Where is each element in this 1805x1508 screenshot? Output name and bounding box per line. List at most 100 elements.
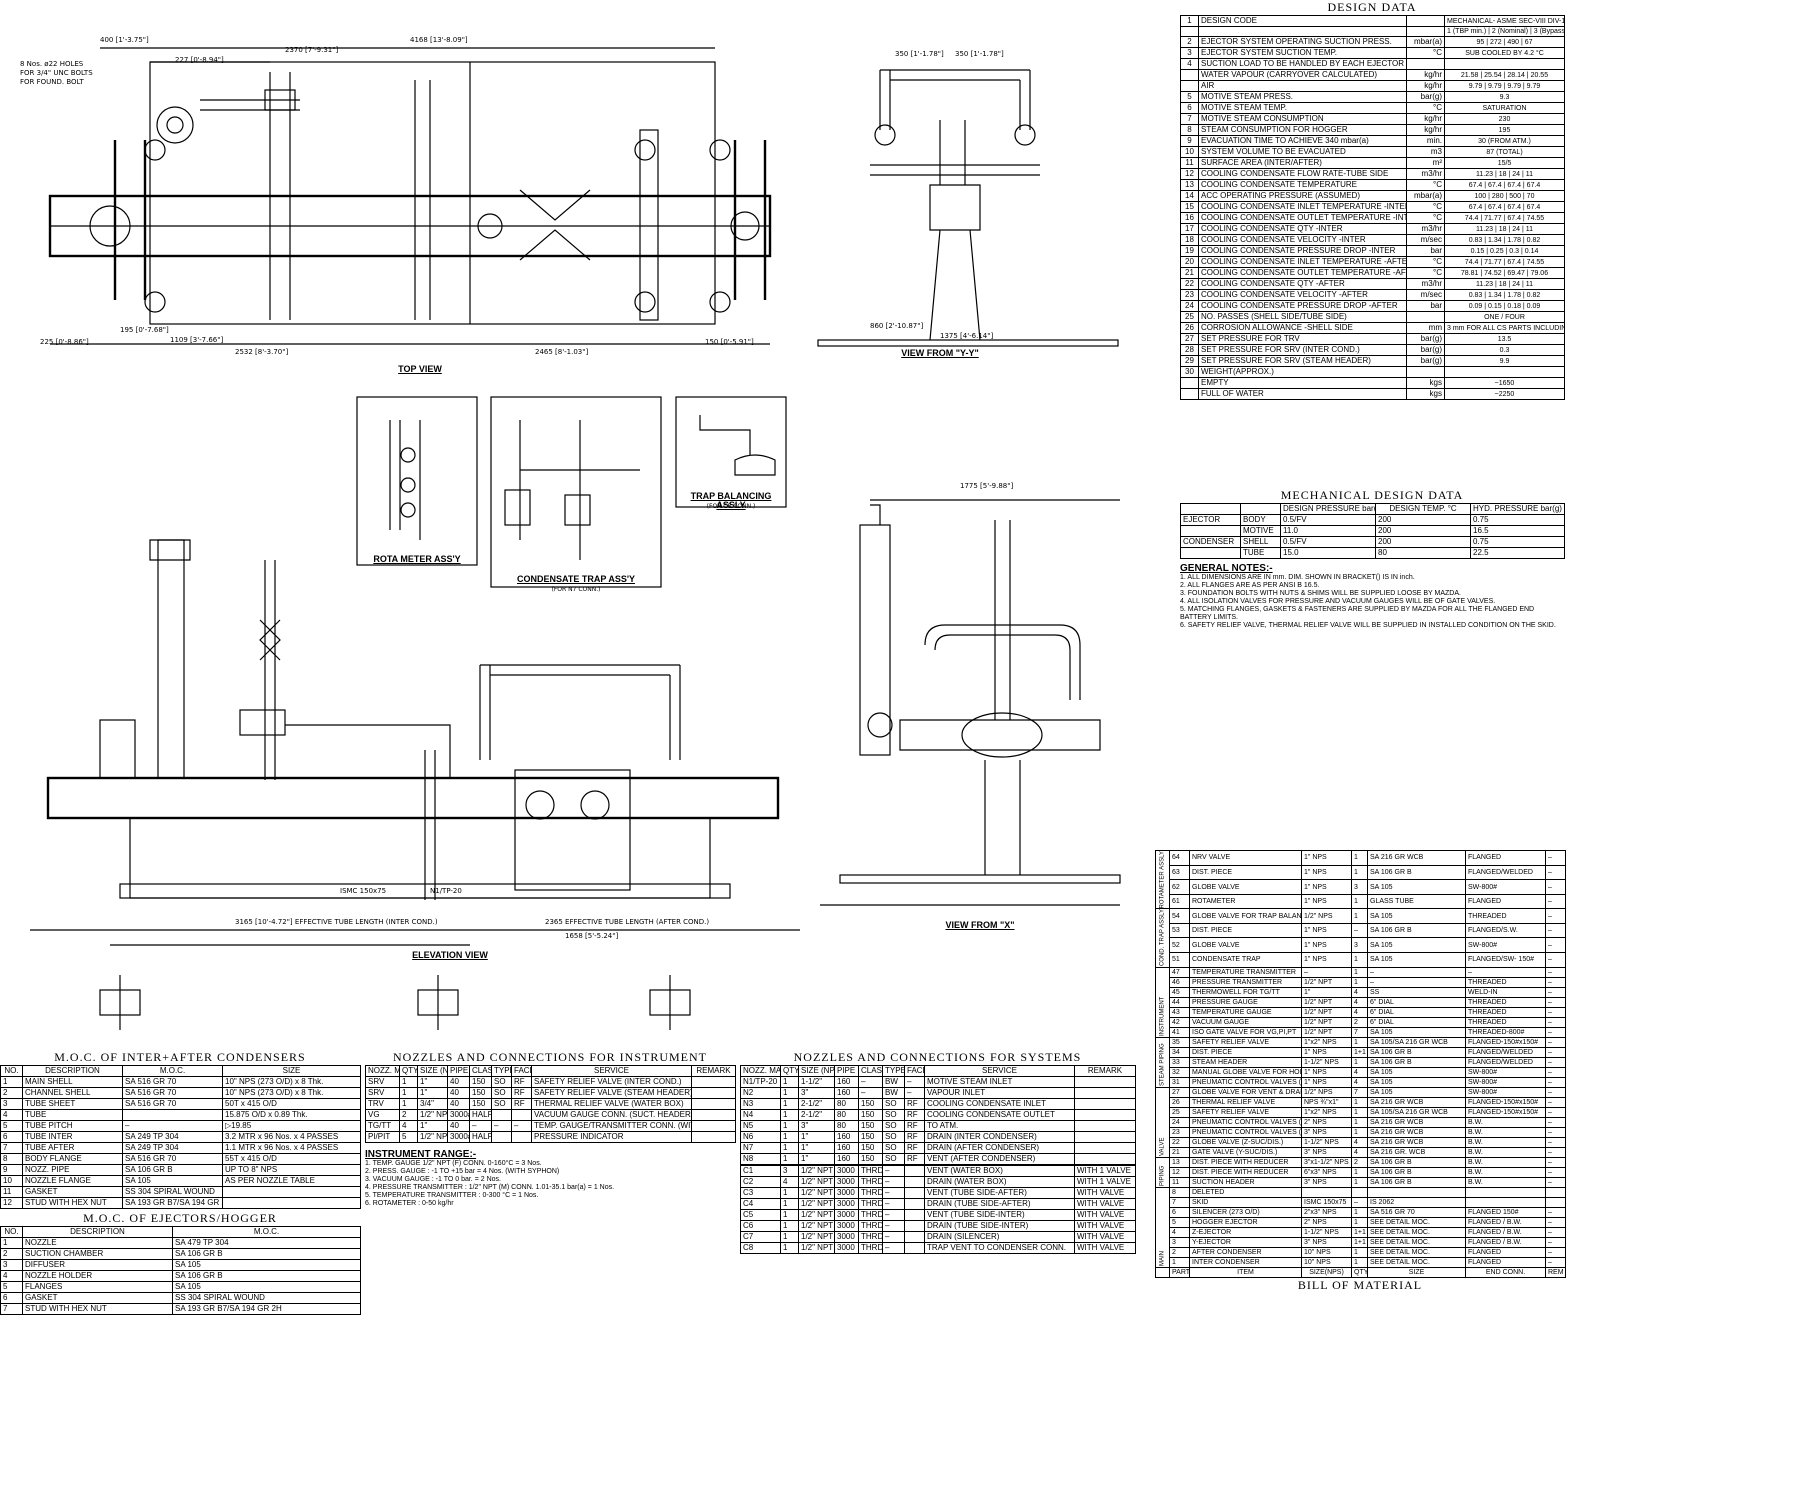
moc-ej-header: DESCRIPTION <box>22 1226 173 1238</box>
dd-no: 14 <box>1180 190 1199 202</box>
bom-cell: VACUUM GAUGE <box>1189 1016 1302 1028</box>
bom-cell: – <box>1545 1146 1566 1158</box>
bom-cell: DIST. PIECE <box>1189 1046 1302 1058</box>
bom-cell: 3 <box>1351 879 1368 895</box>
bom-cell: PRESSURE GAUGE <box>1189 996 1302 1008</box>
bom-cell: 1+1 <box>1351 1046 1368 1058</box>
dd-value: 67.4 | 67.4 | 67.4 | 67.4 <box>1444 201 1565 213</box>
bom-cell: 1-1/2" NPS <box>1301 1056 1352 1068</box>
noz-inst-cell: 1" <box>417 1120 448 1132</box>
dd-value: 95 | 272 | 490 | 67 <box>1444 36 1565 48</box>
noz-sys-cell: 1 <box>780 1209 799 1221</box>
dd-desc <box>1198 26 1407 37</box>
mech-cell: 0.5/FV <box>1280 536 1376 548</box>
bom-cell: – <box>1545 908 1566 924</box>
mech-cell <box>1180 525 1241 537</box>
noz-sys-cell <box>904 1187 925 1199</box>
noz-sys-cell: 1 <box>780 1120 799 1132</box>
noz-sys-cell: C2 <box>740 1176 781 1188</box>
note-item: 2. ALL FLANGES ARE AS PER ANSI B 16.5. <box>1180 582 1320 589</box>
noz-sys-cell: VENT (WATER BOX) <box>924 1165 1075 1177</box>
bom-cell: – <box>1545 1216 1566 1228</box>
bom-cell: 61 <box>1169 893 1190 910</box>
bom-cell: – <box>1545 1096 1566 1108</box>
noz-sys-cell: THRD. <box>858 1242 883 1254</box>
moc-cond-cell: 10 <box>0 1175 23 1187</box>
dd-no <box>1180 388 1199 400</box>
bom-cell: B.W. <box>1465 1116 1546 1128</box>
noz-sys-header: CLASS <box>858 1065 883 1077</box>
noz-inst-cell: TG/TT <box>365 1120 400 1132</box>
bom-header: REM <box>1545 1266 1566 1278</box>
noz-sys-cell: – <box>882 1242 905 1254</box>
trap-bal-title: TRAP BALANCING ASSLY <box>690 491 772 510</box>
moc-cond-cell <box>222 1186 361 1198</box>
bom-cell: SA 106 GR B <box>1367 922 1466 939</box>
bom-cell: 10" NPS <box>1301 1246 1352 1258</box>
dd-unit: m/sec <box>1406 289 1445 301</box>
dd-value: MECHANICAL- ASME SEC-VIII DIV-1,ED.2013 … <box>1444 15 1565 27</box>
moc-cond-cell: 6 <box>0 1131 23 1143</box>
bom-cell: B.W. <box>1465 1166 1546 1178</box>
bom-cell: 63 <box>1169 864 1190 881</box>
dd-unit: kg/hr <box>1406 80 1445 92</box>
bom-cell: – <box>1545 1176 1566 1188</box>
dim-860: 860 [2'-10.87"] <box>870 322 924 330</box>
bom-cell: SA 105 <box>1367 1076 1466 1088</box>
moc-cond-cell: SA 106 GR B <box>122 1164 223 1176</box>
dd-value: ONE / FOUR <box>1444 311 1565 323</box>
bom-cell: THREADED <box>1465 1016 1546 1028</box>
bom-cell: – <box>1545 1056 1566 1068</box>
mech-cell: MOTIVE <box>1240 525 1281 537</box>
noz-sys-cell: 80 <box>834 1098 859 1110</box>
bom-title: BILL OF MATERIAL <box>1297 1277 1423 1292</box>
noz-inst-cell: 40 <box>447 1076 470 1088</box>
noz-sys-cell: 3000 <box>834 1165 859 1177</box>
noz-inst-panel: NOZZLES AND CONNECTIONS FOR INSTRUMENT N… <box>365 1050 736 1208</box>
bom-cell: 1" NPS <box>1301 937 1352 953</box>
bom-cell: – <box>1351 1196 1368 1208</box>
bom-group: COND. TRAP ASSLY <box>1155 908 1170 967</box>
noz-inst-cell <box>511 1131 532 1143</box>
noz-sys-cell: WITH VALVE <box>1074 1220 1136 1232</box>
dd-desc: COOLING CONDENSATE TEMPERATURE <box>1198 179 1407 191</box>
dd-unit: kg/hr <box>1406 113 1445 125</box>
moc-ej-cell: GASKET <box>22 1292 173 1304</box>
bom-cell: 1 <box>1351 850 1368 866</box>
mech-cell: 200 <box>1375 525 1471 537</box>
noz-sys-cell: C6 <box>740 1220 781 1232</box>
bom-header: END CONN. <box>1465 1266 1546 1278</box>
noz-sys-cell <box>1074 1087 1136 1099</box>
dd-value <box>1444 366 1565 378</box>
dim-2465: 2465 [8'-1.03"] <box>535 348 589 356</box>
bom-cell: – <box>1545 1106 1566 1118</box>
bom-header: ITEM <box>1189 1266 1302 1278</box>
noz-sys-cell: 1" <box>798 1153 835 1165</box>
moc-cond-cell: SS 304 SPIRAL WOUND <box>122 1186 223 1198</box>
mech-cell: SHELL <box>1240 536 1281 548</box>
dim-4168: 4168 [13'-8.09"] <box>410 36 468 44</box>
bom-cell: 3 <box>1351 937 1368 953</box>
noz-inst-header: REMARK <box>691 1065 736 1077</box>
noz-sys-cell: DRAIN (AFTER CONDENSER) <box>924 1142 1075 1154</box>
dd-value: 13.5 <box>1444 333 1565 345</box>
bom-cell: THREADED <box>1465 908 1546 924</box>
noz-inst-cell: 5 <box>399 1131 418 1143</box>
bom-cell <box>1545 1186 1566 1198</box>
